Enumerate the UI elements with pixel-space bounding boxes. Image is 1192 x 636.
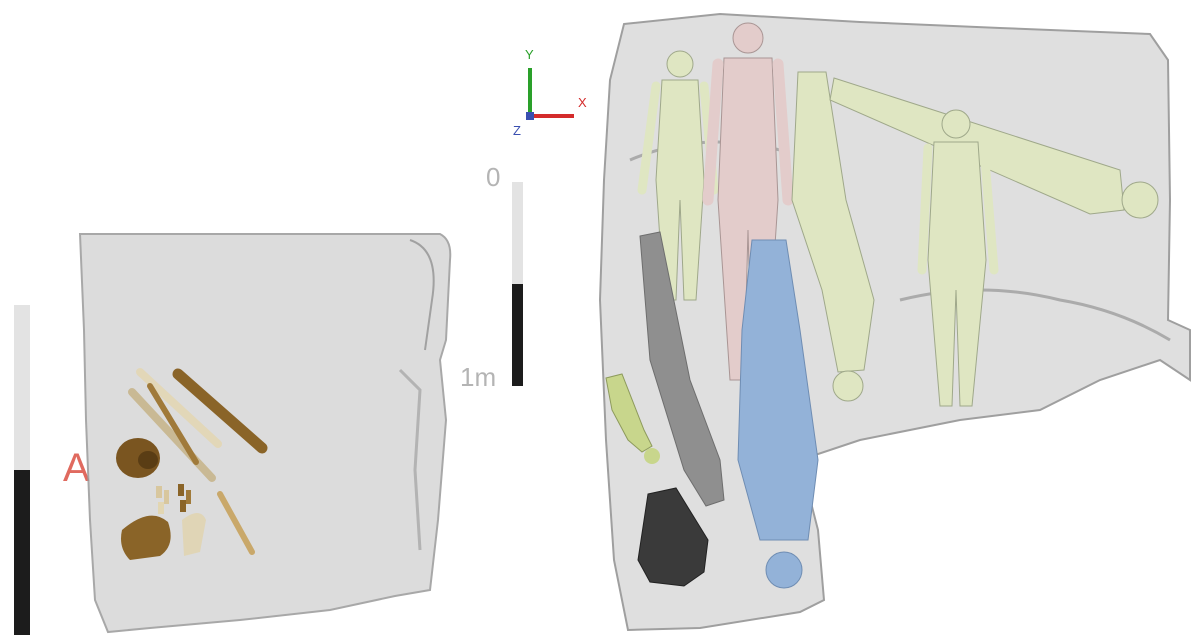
scale-label-bottom: 1m xyxy=(460,364,496,390)
right-scale-light-segment xyxy=(512,182,523,284)
left-burial-pit xyxy=(80,234,450,632)
x-axis-label: X xyxy=(578,96,587,109)
z-axis-marker xyxy=(526,112,534,120)
scale-label-top: 0 xyxy=(486,164,500,190)
right-scale-dark-segment xyxy=(512,284,523,386)
axis-triad xyxy=(526,68,574,120)
right-scale-bar xyxy=(512,182,523,386)
y-axis-label: Y xyxy=(525,48,534,61)
z-axis-label: Z xyxy=(513,124,521,137)
